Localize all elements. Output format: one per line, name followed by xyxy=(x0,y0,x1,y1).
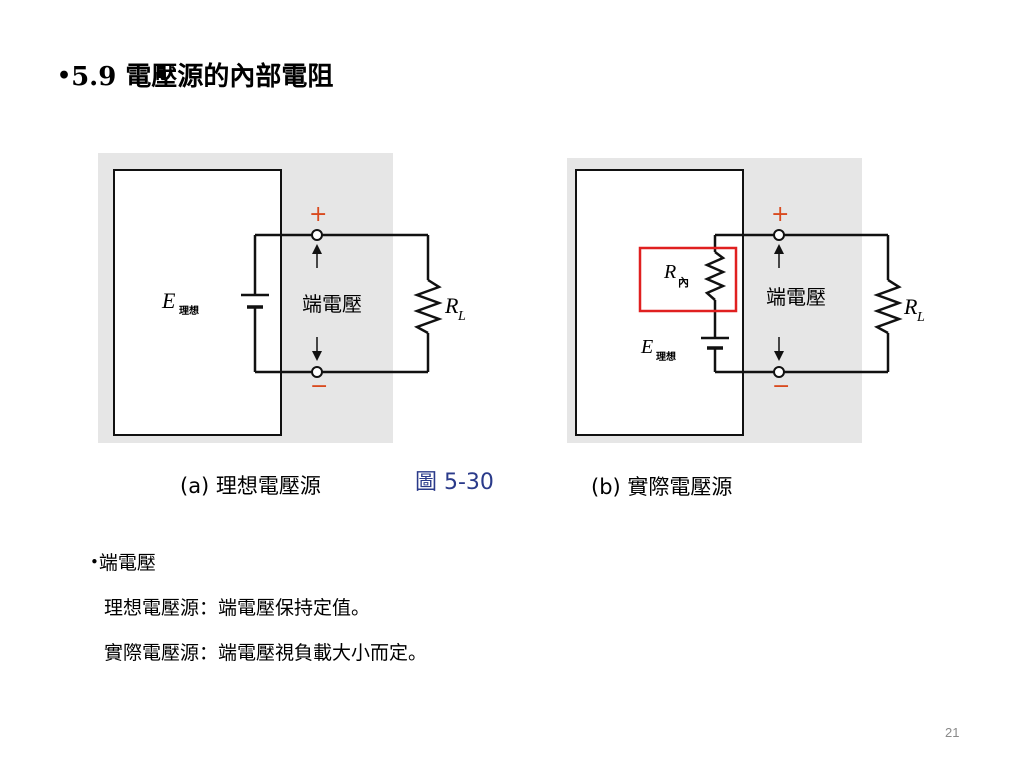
arrow-up-head-b xyxy=(774,244,784,254)
figure-5-30: + − E 理想 端電壓 R L + − R 內 E 理想 端電壓 R L (a… xyxy=(98,153,925,499)
notes-heading-text: 端電壓 xyxy=(98,552,156,574)
terminal-bottom-b xyxy=(773,366,785,378)
arrow-up-head-a xyxy=(312,244,322,254)
resistor-load-b xyxy=(873,278,903,335)
load-symbol-b: R xyxy=(903,294,918,319)
plus-sign-b: + xyxy=(771,202,789,227)
minus-sign-a: − xyxy=(310,374,328,399)
load-subscript-b: L xyxy=(916,310,925,325)
plus-sign-a: + xyxy=(309,202,327,227)
circuit-b xyxy=(575,169,903,436)
circuit-a xyxy=(113,169,443,436)
load-subscript-a: L xyxy=(457,309,466,324)
figure-number: 圖 5-30 xyxy=(415,470,494,495)
caption-b: (b) 實際電壓源 xyxy=(591,475,732,499)
internal-r-symbol-b: R xyxy=(663,261,676,283)
source-subscript-a: 理想 xyxy=(179,304,199,317)
arrow-down-head-b xyxy=(774,351,784,361)
terminal-voltage-label-a: 端電壓 xyxy=(302,292,362,316)
notes-heading: •端電壓 xyxy=(90,548,156,575)
resistor-load-a xyxy=(413,278,443,335)
arrow-down-head-a xyxy=(312,351,322,361)
source-subscript-b: 理想 xyxy=(656,350,676,363)
resistor-internal-b xyxy=(703,251,727,301)
notes-line-practical: 實際電壓源：端電壓視負載大小而定。 xyxy=(104,642,428,664)
page-number: 21 xyxy=(945,725,960,740)
caption-a: (a) 理想電壓源 xyxy=(180,474,321,498)
terminal-voltage-label-b: 端電壓 xyxy=(766,285,826,309)
title-bullet: • xyxy=(57,63,72,89)
title-text: 5.9 電壓源的內部電阻 xyxy=(71,62,334,92)
internal-r-subscript-b: 內 xyxy=(678,275,689,289)
slide-title: •5.9 電壓源的內部電阻 xyxy=(57,56,333,93)
notes-line-ideal: 理想電壓源：端電壓保持定值。 xyxy=(104,597,371,619)
minus-sign-b: − xyxy=(772,374,790,399)
terminal-top-b xyxy=(773,229,785,241)
source-symbol-a: E xyxy=(161,288,176,313)
internal-resistance-highlight xyxy=(638,246,738,313)
source-symbol-b: E xyxy=(640,336,653,358)
source-box-a xyxy=(113,169,282,436)
terminal-bottom-a xyxy=(311,366,323,378)
source-box-b xyxy=(575,169,744,436)
terminal-top-a xyxy=(311,229,323,241)
load-symbol-a: R xyxy=(444,293,459,318)
notes-bullet: • xyxy=(90,553,99,571)
